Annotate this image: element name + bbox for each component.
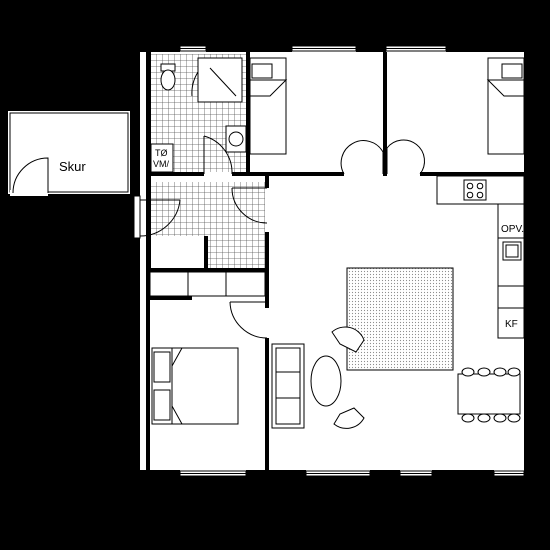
hall-tiles-lower — [207, 236, 265, 269]
living-area — [271, 267, 521, 429]
kitchen: OPV. KF — [436, 175, 525, 339]
bed-2 — [486, 57, 525, 155]
bed-1 — [249, 57, 288, 155]
closets — [149, 271, 266, 297]
rug — [346, 267, 454, 371]
bed-3 — [151, 347, 239, 425]
bathroom-fixtures: TØ VM/ — [150, 57, 247, 173]
hall-tiles — [151, 182, 265, 236]
windows — [179, 45, 525, 477]
washer-dryer-label-1: TØ — [155, 148, 168, 158]
shed-label: Skur — [59, 159, 86, 174]
fridge-freezer-label: KF — [505, 319, 518, 330]
interior-walls — [146, 52, 526, 472]
outer-walls — [132, 44, 532, 478]
washer-dryer-label-2: VM/ — [153, 159, 170, 169]
shed: Skur — [4, 107, 134, 198]
dishwasher-label: OPV. — [501, 224, 524, 235]
